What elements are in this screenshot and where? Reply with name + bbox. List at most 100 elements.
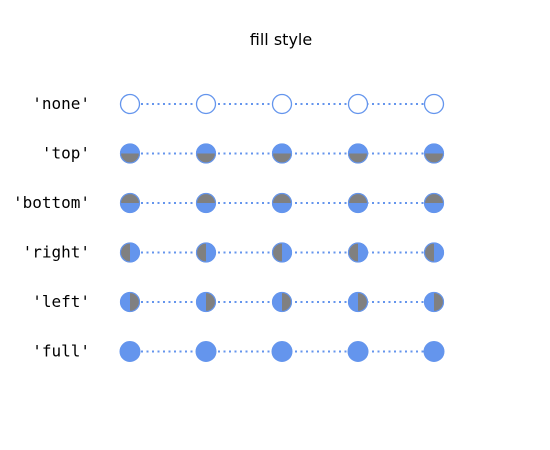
marker-half-main — [196, 203, 216, 213]
marker-left-0 — [119, 291, 141, 313]
marker-full-2 — [271, 341, 293, 362]
row-label-left: 'left' — [32, 292, 90, 311]
series-top: 'top' — [42, 143, 445, 164]
series-full: 'full' — [32, 341, 445, 362]
marker-full-4 — [423, 341, 445, 362]
marker-full — [423, 341, 445, 362]
row-label-top: 'top' — [42, 144, 90, 163]
series-none: 'none' — [32, 93, 445, 115]
marker-outline — [271, 143, 293, 164]
marker-full — [119, 341, 141, 362]
marker-bottom-1 — [195, 192, 217, 214]
marker-outline — [423, 143, 445, 164]
marker-bottom-4 — [423, 192, 445, 214]
marker-half-main — [348, 143, 368, 154]
marker-full-1 — [195, 341, 217, 362]
marker-outline — [119, 242, 141, 263]
marker-outline — [271, 242, 293, 263]
marker-outline — [195, 143, 217, 164]
marker-half-main — [358, 242, 368, 263]
marker-outline — [423, 291, 445, 313]
marker-none-3 — [347, 93, 369, 115]
marker-half-main — [424, 292, 434, 312]
marker-ring — [423, 93, 445, 115]
chart-title: fill style — [249, 30, 313, 49]
marker-full — [195, 341, 217, 362]
marker-left-2 — [271, 291, 293, 313]
marker-outline — [119, 291, 141, 313]
row-label-right: 'right' — [23, 243, 90, 262]
marker-outline — [347, 242, 369, 263]
marker-half-alt — [348, 193, 368, 203]
marker-half-alt — [272, 193, 292, 203]
marker-half-alt — [120, 242, 130, 263]
marker-outline — [423, 242, 445, 263]
marker-ring — [271, 93, 293, 115]
marker-half-main — [348, 292, 358, 312]
marker-full — [271, 341, 293, 362]
marker-top-0 — [119, 143, 141, 164]
marker-half-main — [424, 143, 444, 154]
marker-half-alt — [424, 242, 434, 263]
marker-none-1 — [195, 93, 217, 115]
marker-half-alt — [358, 292, 368, 312]
marker-outline — [347, 143, 369, 164]
marker-half-main — [272, 143, 292, 154]
marker-left-4 — [423, 291, 445, 313]
marker-bottom-3 — [347, 192, 369, 214]
marker-ring — [347, 93, 369, 115]
marker-half-alt — [434, 292, 444, 312]
row-label-full: 'full' — [32, 342, 90, 361]
marker-half-main — [272, 203, 292, 213]
marker-outline — [271, 291, 293, 313]
marker-left-3 — [347, 291, 369, 313]
marker-half-main — [434, 242, 444, 263]
marker-half-alt — [272, 153, 292, 164]
marker-half-alt — [196, 193, 216, 203]
marker-outline — [347, 291, 369, 313]
marker-none-2 — [271, 93, 293, 115]
marker-bottom-0 — [119, 192, 141, 214]
marker-full-3 — [347, 341, 369, 362]
marker-outline — [423, 192, 445, 214]
marker-top-4 — [423, 143, 445, 164]
marker-half-main — [120, 143, 140, 154]
marker-half-alt — [424, 193, 444, 203]
marker-none-0 — [119, 93, 141, 115]
marker-half-main — [196, 143, 216, 154]
marker-outline — [119, 143, 141, 164]
marker-half-main — [348, 203, 368, 213]
marker-half-alt — [206, 292, 216, 312]
marker-half-main — [130, 242, 140, 263]
marker-left-1 — [195, 291, 217, 313]
marker-outline — [195, 192, 217, 214]
row-label-bottom: 'bottom' — [13, 193, 90, 212]
marker-top-2 — [271, 143, 293, 164]
marker-half-alt — [348, 242, 358, 263]
marker-full-0 — [119, 341, 141, 362]
marker-right-1 — [195, 242, 217, 263]
series-right: 'right' — [23, 242, 445, 263]
marker-bottom-2 — [271, 192, 293, 214]
marker-half-alt — [120, 153, 140, 164]
marker-right-2 — [271, 242, 293, 263]
marker-half-main — [120, 292, 130, 312]
marker-ring — [119, 93, 141, 115]
marker-half-alt — [272, 242, 282, 263]
marker-outline — [195, 242, 217, 263]
marker-ring — [195, 93, 217, 115]
marker-right-4 — [423, 242, 445, 263]
marker-half-alt — [196, 153, 216, 164]
row-label-none: 'none' — [32, 94, 90, 113]
marker-half-alt — [424, 153, 444, 164]
marker-outline — [271, 192, 293, 214]
marker-half-alt — [282, 292, 292, 312]
marker-outline — [195, 291, 217, 313]
marker-outline — [347, 192, 369, 214]
marker-half-main — [196, 292, 206, 312]
marker-half-alt — [130, 292, 140, 312]
marker-top-1 — [195, 143, 217, 164]
marker-half-main — [282, 242, 292, 263]
